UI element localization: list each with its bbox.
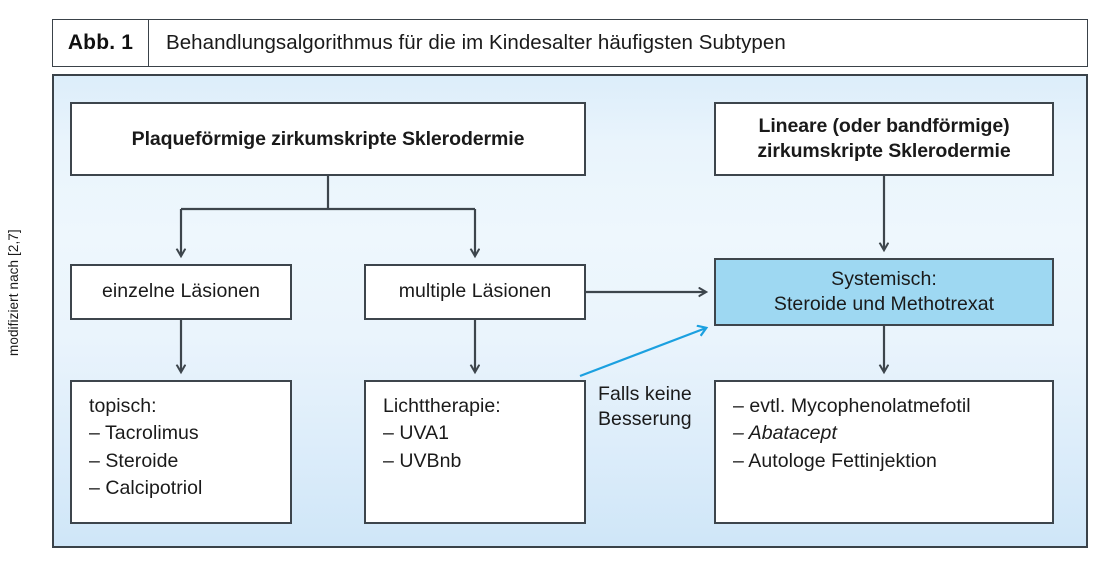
node-systemic-label-line1: Systemisch:	[831, 267, 937, 290]
node-topical-treatment[interactable]: topisch: – Tacrolimus – Steroide – Calci…	[70, 380, 292, 524]
diagram-panel: Plaqueförmige zirkumskripte Sklerodermie…	[52, 74, 1088, 548]
annotation-line1: Falls keine	[598, 383, 692, 405]
node-linear-label-line2: zirkumskripte Sklerodermie	[757, 140, 1011, 162]
node-systemic-therapy[interactable]: Systemisch: Steroide und Methotrexat	[714, 258, 1054, 326]
node-topical-heading: topisch:	[89, 395, 157, 417]
node-phototherapy-item-0: – UVA1	[383, 422, 450, 445]
source-credit: modifiziert nach [2,7]	[0, 106, 26, 356]
figure-title: Behandlungsalgorithmus für die im Kindes…	[166, 31, 786, 54]
node-phototherapy-heading: Lichttherapie:	[383, 395, 501, 417]
annotation-line2: Besserung	[598, 407, 692, 430]
figure-number: Abb. 1	[53, 20, 149, 66]
node-second-line-item-1: – Abatacept	[733, 422, 837, 445]
source-credit-text: modifiziert nach [2,7]	[5, 229, 21, 356]
node-plaque-label: Plaqueförmige zirkumskripte Sklerodermie	[131, 127, 525, 150]
node-plaque-scleroderma[interactable]: Plaqueförmige zirkumskripte Sklerodermie	[70, 102, 586, 176]
node-phototherapy-item-1: – UVBnb	[383, 449, 462, 472]
node-second-line-therapy[interactable]: – evtl. Mycophenolatmefotil – Abatacept …	[714, 380, 1054, 524]
node-linear-scleroderma[interactable]: Lineare (oder bandförmige) zirkumskripte…	[714, 102, 1054, 176]
node-multiple-lesions-label: multiple Läsionen	[398, 280, 552, 303]
node-linear-label-line1: Lineare (oder bandförmige)	[758, 115, 1010, 138]
node-systemic-label-line2: Steroide und Methotrexat	[773, 293, 995, 315]
node-second-line-item-2: – Autologe Fettinjektion	[733, 449, 937, 472]
node-multiple-lesions[interactable]: multiple Läsionen	[364, 264, 586, 320]
node-topical-item-0: – Tacrolimus	[89, 422, 199, 445]
node-second-line-item-0: – evtl. Mycophenolatmefotil	[733, 395, 971, 417]
annotation-no-improvement: Falls keine Besserung	[598, 382, 738, 432]
node-phototherapy[interactable]: Lichttherapie: – UVA1 – UVBnb	[364, 380, 586, 524]
figure-caption-bar: Abb. 1 Behandlungsalgorithmus für die im…	[52, 19, 1088, 67]
node-topical-item-1: – Steroide	[89, 449, 179, 472]
node-topical-item-2: – Calcipotriol	[89, 476, 203, 499]
node-single-lesions-label: einzelne Läsionen	[101, 280, 261, 303]
node-single-lesions[interactable]: einzelne Läsionen	[70, 264, 292, 320]
